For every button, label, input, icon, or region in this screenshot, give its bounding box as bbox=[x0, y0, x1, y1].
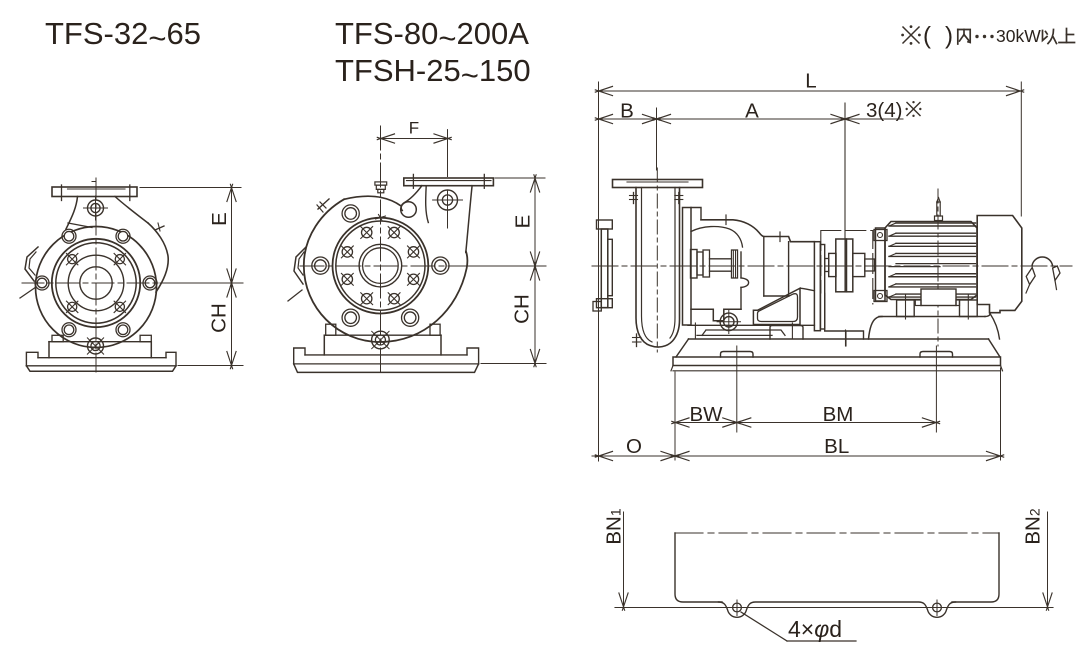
svg-text:B: B bbox=[620, 100, 634, 123]
svg-text:O: O bbox=[626, 435, 642, 458]
svg-text:BL: BL bbox=[824, 435, 849, 458]
svg-text:BW: BW bbox=[689, 403, 723, 426]
svg-text:F: F bbox=[409, 119, 419, 138]
svg-text:TFSH-25~150: TFSH-25~150 bbox=[335, 53, 531, 93]
svg-text:4×φd: 4×φd bbox=[788, 616, 842, 642]
svg-text:E: E bbox=[512, 215, 535, 229]
svg-text:BN2: BN2 bbox=[1022, 508, 1045, 544]
svg-text:L: L bbox=[805, 70, 816, 93]
svg-text:BM: BM bbox=[823, 403, 854, 426]
svg-text:E: E bbox=[208, 212, 231, 226]
svg-text:(: ( bbox=[923, 23, 931, 50]
svg-text:TFS-80~200A: TFS-80~200A bbox=[335, 16, 529, 56]
svg-text:): ) bbox=[945, 23, 953, 50]
svg-text:BN1: BN1 bbox=[603, 508, 626, 544]
svg-text:CH: CH bbox=[208, 303, 231, 333]
svg-text:CH: CH bbox=[511, 294, 534, 324]
svg-text:A: A bbox=[745, 100, 759, 123]
svg-text:3(4): 3(4) bbox=[866, 99, 902, 122]
svg-text:TFS-32~65: TFS-32~65 bbox=[45, 16, 201, 56]
svg-text:30kW: 30kW bbox=[996, 26, 1041, 46]
